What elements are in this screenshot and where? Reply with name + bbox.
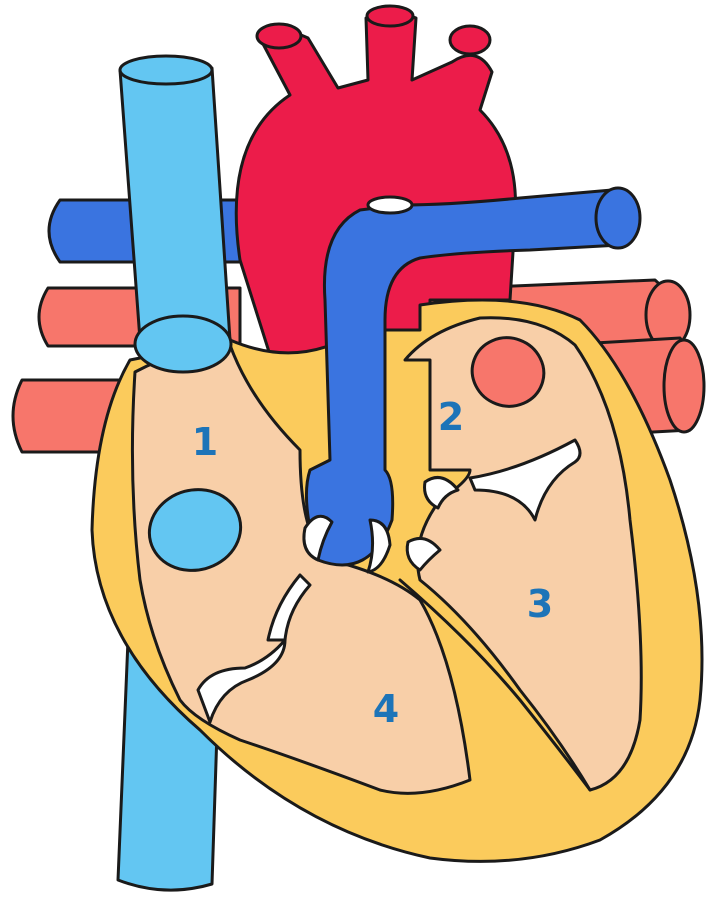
pulmonary-artery-right-end (596, 188, 640, 248)
superior-vena-cava-mouth (135, 316, 231, 372)
superior-vena-cava-opening (120, 56, 212, 84)
chamber-label-2: 2 (438, 395, 464, 439)
pulmonary-artery-gap (368, 197, 412, 213)
aorta-branch-3-opening (450, 26, 490, 54)
chamber-label-3: 3 (527, 582, 553, 626)
aorta-branch-1-opening (257, 24, 301, 48)
chamber-label-4: 4 (373, 687, 399, 731)
aorta-branch-2-opening (367, 6, 413, 26)
superior-vena-cava (120, 56, 230, 340)
superior-vena-cava-tube (120, 60, 230, 340)
right-pulmonary-vein-lower-end (664, 340, 704, 432)
chamber-label-1: 1 (192, 420, 218, 464)
